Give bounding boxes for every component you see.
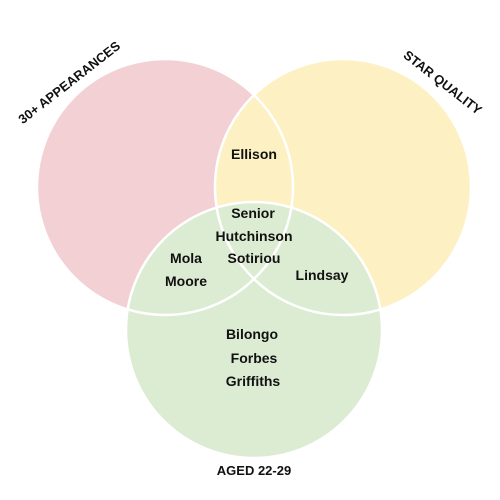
name-bilongo: Bilongo <box>226 326 278 342</box>
name-griffiths: Griffiths <box>226 373 281 389</box>
name-ellison: Ellison <box>231 146 277 162</box>
circle-fills <box>37 59 471 458</box>
name-senior: Senior <box>231 205 275 221</box>
name-mola: Mola <box>170 250 202 266</box>
name-sotiriou: Sotiriou <box>228 250 281 266</box>
outline-star-quality <box>213 57 473 317</box>
label-aged-22-29: AGED 22-29 <box>217 463 291 478</box>
circle-outlines <box>35 57 473 460</box>
name-lindsay: Lindsay <box>296 267 349 283</box>
outline-30-plus-appearances <box>35 57 295 317</box>
circle-aged-22-29 <box>126 202 382 458</box>
name-forbes: Forbes <box>231 350 278 366</box>
outline-aged-22-29 <box>124 200 384 460</box>
name-moore: Moore <box>165 273 207 289</box>
name-hutchinson: Hutchinson <box>216 228 293 244</box>
